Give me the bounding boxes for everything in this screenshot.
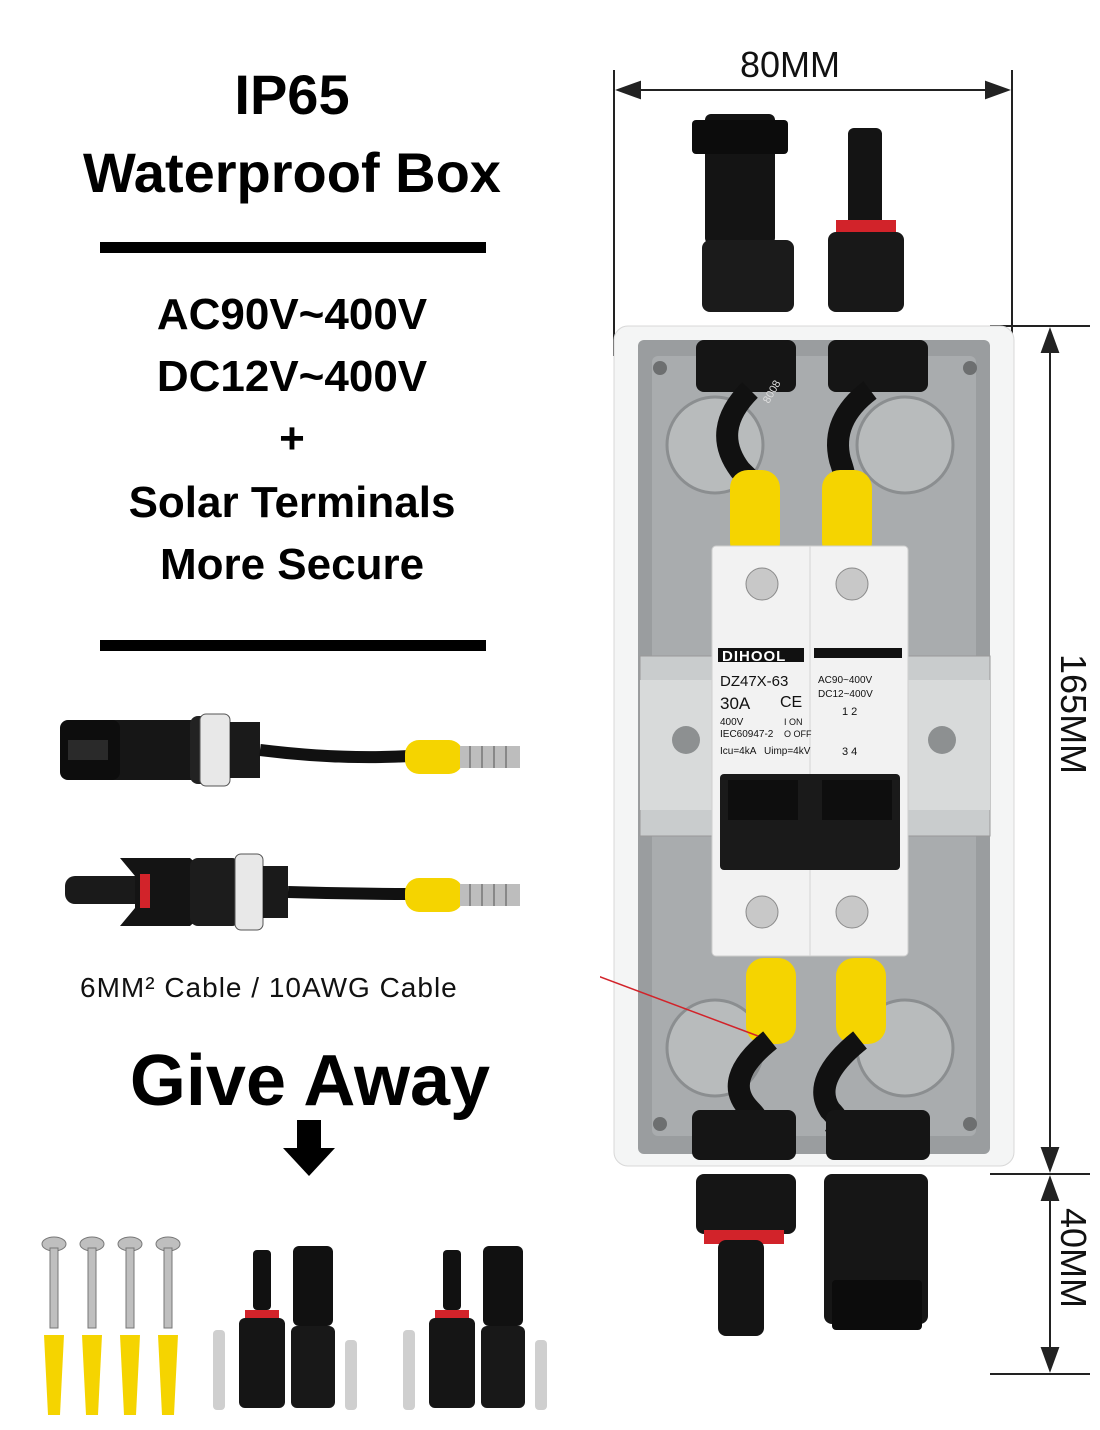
spec-dc: DC12V~400V — [156, 352, 428, 401]
width-dimension-label: 80MM — [740, 44, 841, 85]
connector-dimension-label: 40MM — [1053, 1208, 1094, 1309]
breaker-on-label: I ON — [784, 717, 803, 727]
cable-label: 6MM² Cable / 10AWG Cable — [80, 972, 458, 1003]
down-arrow-icon — [283, 1148, 335, 1176]
give-away-heading: Give Away — [129, 1041, 491, 1121]
breaker-model: DZ47X-63 — [720, 673, 789, 690]
spec-secure: More Secure — [159, 540, 425, 589]
enclosure-image — [600, 114, 1015, 1336]
breaker-voltage: 400V — [720, 717, 744, 728]
breaker-icu: Icu=4kA — [720, 746, 757, 757]
spec-plus: + — [279, 414, 305, 463]
down-arrow-stem — [297, 1120, 321, 1150]
breaker-rating: 30A — [720, 694, 751, 713]
screws-and-anchors-image — [41, 1236, 181, 1415]
connector-pair-1-image — [213, 1246, 357, 1410]
title-line-1: IP65 — [234, 63, 350, 126]
height-dimension-label: 165MM — [1053, 654, 1094, 775]
breaker-poles-bottom: 3 4 — [842, 746, 858, 758]
dimension-lines — [613, 70, 1090, 1375]
breaker-off-label: O OFF — [784, 729, 812, 739]
divider-bottom — [100, 640, 486, 651]
divider-top — [100, 242, 486, 253]
connector-pair-2-image — [403, 1246, 547, 1410]
mc4-male-cable-image — [65, 853, 520, 931]
spec-ac: AC90V~400V — [156, 290, 428, 339]
breaker-uimp: Uimp=4kV — [764, 746, 811, 757]
spec-terminals: Solar Terminals — [128, 478, 456, 527]
breaker-ce-mark: CE — [780, 694, 803, 711]
breaker-standard: IEC60947-2 — [720, 729, 774, 740]
mc4-female-cable-image — [60, 713, 520, 787]
title-line-2: Waterproof Box — [83, 141, 501, 204]
breaker-poles-top: 1 2 — [842, 706, 858, 718]
breaker-brand: DIHOOL — [722, 648, 787, 665]
breaker-dc-range: DC12~400V — [818, 689, 873, 700]
breaker-ac-range: AC90~400V — [818, 675, 873, 686]
